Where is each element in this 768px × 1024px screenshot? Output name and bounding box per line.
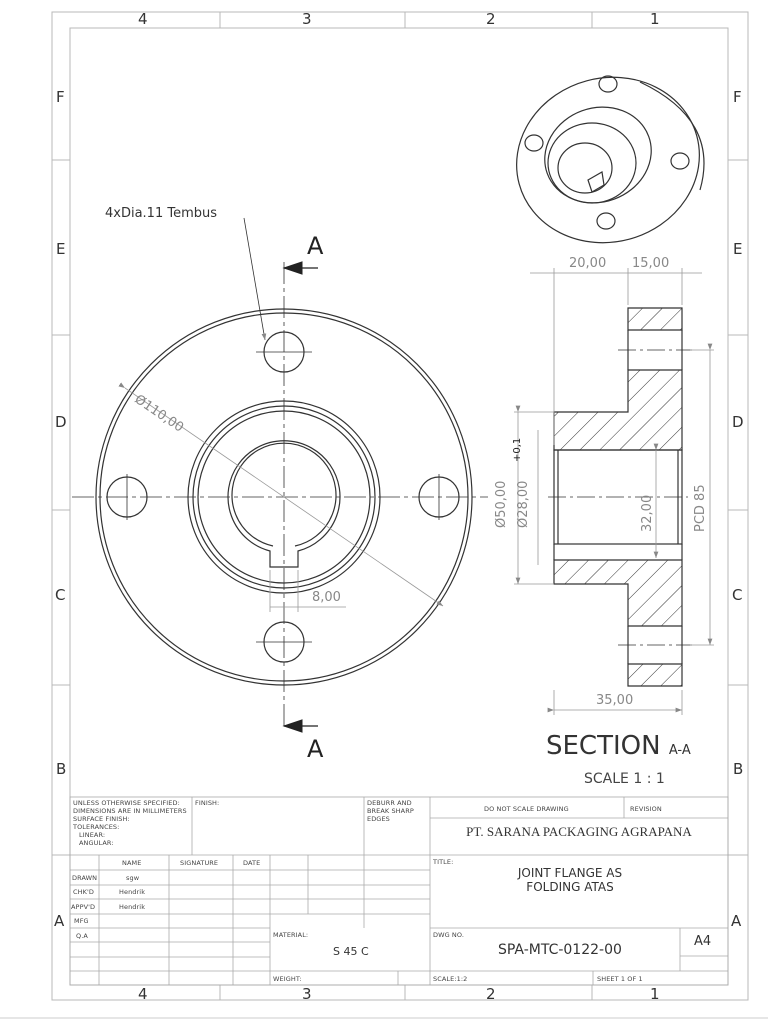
dim-hub-length: 20,00: [569, 256, 607, 271]
row-role: APPV'D: [71, 903, 96, 911]
company-name: PT. SARANA PACKAGING AGRAPANA: [466, 824, 692, 839]
zone-col-4-bottom: 4: [138, 985, 148, 1003]
title-label: TITLE:: [433, 858, 454, 866]
do-not-scale: DO NOT SCALE DRAWING: [484, 805, 569, 813]
note-line: SURFACE FINISH:: [73, 815, 130, 823]
header-signature: SIGNATURE: [180, 859, 219, 867]
note-line: UNLESS OTHERWISE SPECIFIED:: [73, 799, 180, 807]
section-view: [548, 307, 692, 687]
zone-row-c-right: C: [732, 586, 743, 604]
zone-row-c: C: [55, 586, 66, 604]
dwg-no-label: DWG NO.: [433, 931, 465, 939]
row-role: CHK'D: [73, 888, 94, 896]
section-title: SECTION A-A: [546, 731, 691, 761]
section-dimensions: [514, 268, 714, 715]
sheet-size: A4: [694, 934, 712, 949]
note-line: LINEAR:: [79, 831, 106, 839]
zone-col-1-bottom: 1: [650, 985, 660, 1003]
header-name: NAME: [122, 859, 142, 867]
zone-row-b-right: B: [733, 760, 744, 778]
zone-row-f-right: F: [733, 88, 742, 106]
zone-row-e-right: E: [733, 240, 743, 258]
row-role: DRAWN: [72, 874, 98, 882]
zone-row-f: F: [56, 88, 65, 106]
row-name: Hendrik: [119, 888, 146, 896]
deburr-line: DEBURR AND: [367, 799, 412, 807]
weight-label: WEIGHT:: [273, 975, 302, 983]
zone-col-2-bottom: 2: [486, 985, 496, 1003]
zone-row-a: A: [54, 912, 65, 930]
zone-col-3-bottom: 3: [302, 985, 312, 1003]
note-line: DIMENSIONS ARE IN MILLIMETERS: [73, 807, 187, 815]
keyway-dimension: 8,00: [312, 590, 341, 605]
drawing-title: JOINT FLANGE AS FOLDING ATAS: [470, 866, 670, 894]
title-line-1: JOINT FLANGE AS: [517, 866, 623, 880]
isometric-view: [516, 75, 705, 244]
dim-bore-tolerance: +0,1: [512, 437, 523, 462]
dim-pcd: PCD 85: [693, 484, 708, 532]
deburr-line: EDGES: [367, 815, 390, 823]
note-line: ANGULAR:: [79, 839, 114, 847]
section-mark-bottom: A: [307, 735, 324, 763]
zone-row-d-right: D: [732, 413, 744, 431]
material-label: MATERIAL:: [273, 931, 309, 939]
zone-col-3: 3: [302, 10, 312, 28]
deburr-note: DEBURR AND BREAK SHARP EDGES: [367, 799, 414, 823]
row-name: sgw: [126, 874, 140, 882]
deburr-line: BREAK SHARP: [367, 807, 414, 815]
zone-col-2: 2: [486, 10, 496, 28]
row-role: Q.A: [76, 932, 88, 940]
zone-row-d: D: [55, 413, 67, 431]
revision-label: REVISION: [630, 805, 662, 813]
material-value: S 45 C: [333, 945, 369, 958]
dwg-no-value: SPA-MTC-0122-00: [498, 942, 622, 958]
section-title-suffix: A-A: [668, 743, 691, 758]
dim-bore-dia: Ø28,00: [516, 480, 531, 528]
sheet-count: SHEET 1 OF 1: [597, 975, 643, 983]
zone-col-1: 1: [650, 10, 660, 28]
title-line-2: FOLDING ATAS: [526, 880, 614, 894]
zone-row-b: B: [56, 760, 67, 778]
row-name: Hendrik: [119, 903, 146, 911]
zone-row-a-right: A: [731, 912, 742, 930]
dim-outer-hub-dia: Ø50,00: [494, 480, 509, 528]
scale-label: SCALE:1:2: [433, 975, 468, 983]
header-date: DATE: [243, 859, 261, 867]
section-scale: SCALE 1 : 1: [584, 771, 665, 787]
dim-flange-thickness: 15,00: [632, 256, 670, 271]
dim-key-depth: 32,00: [640, 494, 655, 532]
hole-callout: 4xDia.11 Tembus: [105, 206, 218, 221]
zone-row-e: E: [56, 240, 66, 258]
zone-col-4: 4: [138, 10, 148, 28]
section-arrows: [282, 261, 318, 733]
general-notes: UNLESS OTHERWISE SPECIFIED: DIMENSIONS A…: [73, 799, 187, 847]
section-mark-top: A: [307, 232, 324, 260]
row-role: MFG: [74, 917, 89, 925]
section-title-main: SECTION: [546, 731, 661, 761]
finish-label: FINISH:: [195, 799, 220, 807]
dim-total-length: 35,00: [596, 693, 634, 708]
title-block-grid: [69, 796, 729, 986]
note-line: TOLERANCES:: [73, 823, 120, 831]
